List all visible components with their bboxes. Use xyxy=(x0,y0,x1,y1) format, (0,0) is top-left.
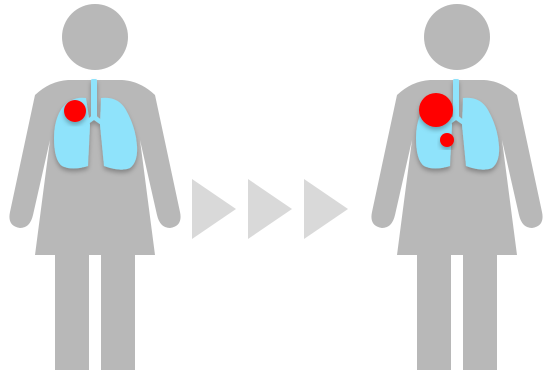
female-figure-icon xyxy=(371,4,542,370)
after-figure xyxy=(371,4,542,370)
progression-arrows xyxy=(192,179,348,239)
before-figure xyxy=(9,4,180,370)
female-figure-icon xyxy=(9,4,180,370)
chevron-right-icon xyxy=(192,179,236,239)
enlarged-tumor xyxy=(419,93,453,127)
primary-tumor xyxy=(64,100,86,122)
chevron-right-icon xyxy=(304,179,348,239)
chevron-right-icon xyxy=(248,179,292,239)
secondary-tumor xyxy=(440,133,454,147)
